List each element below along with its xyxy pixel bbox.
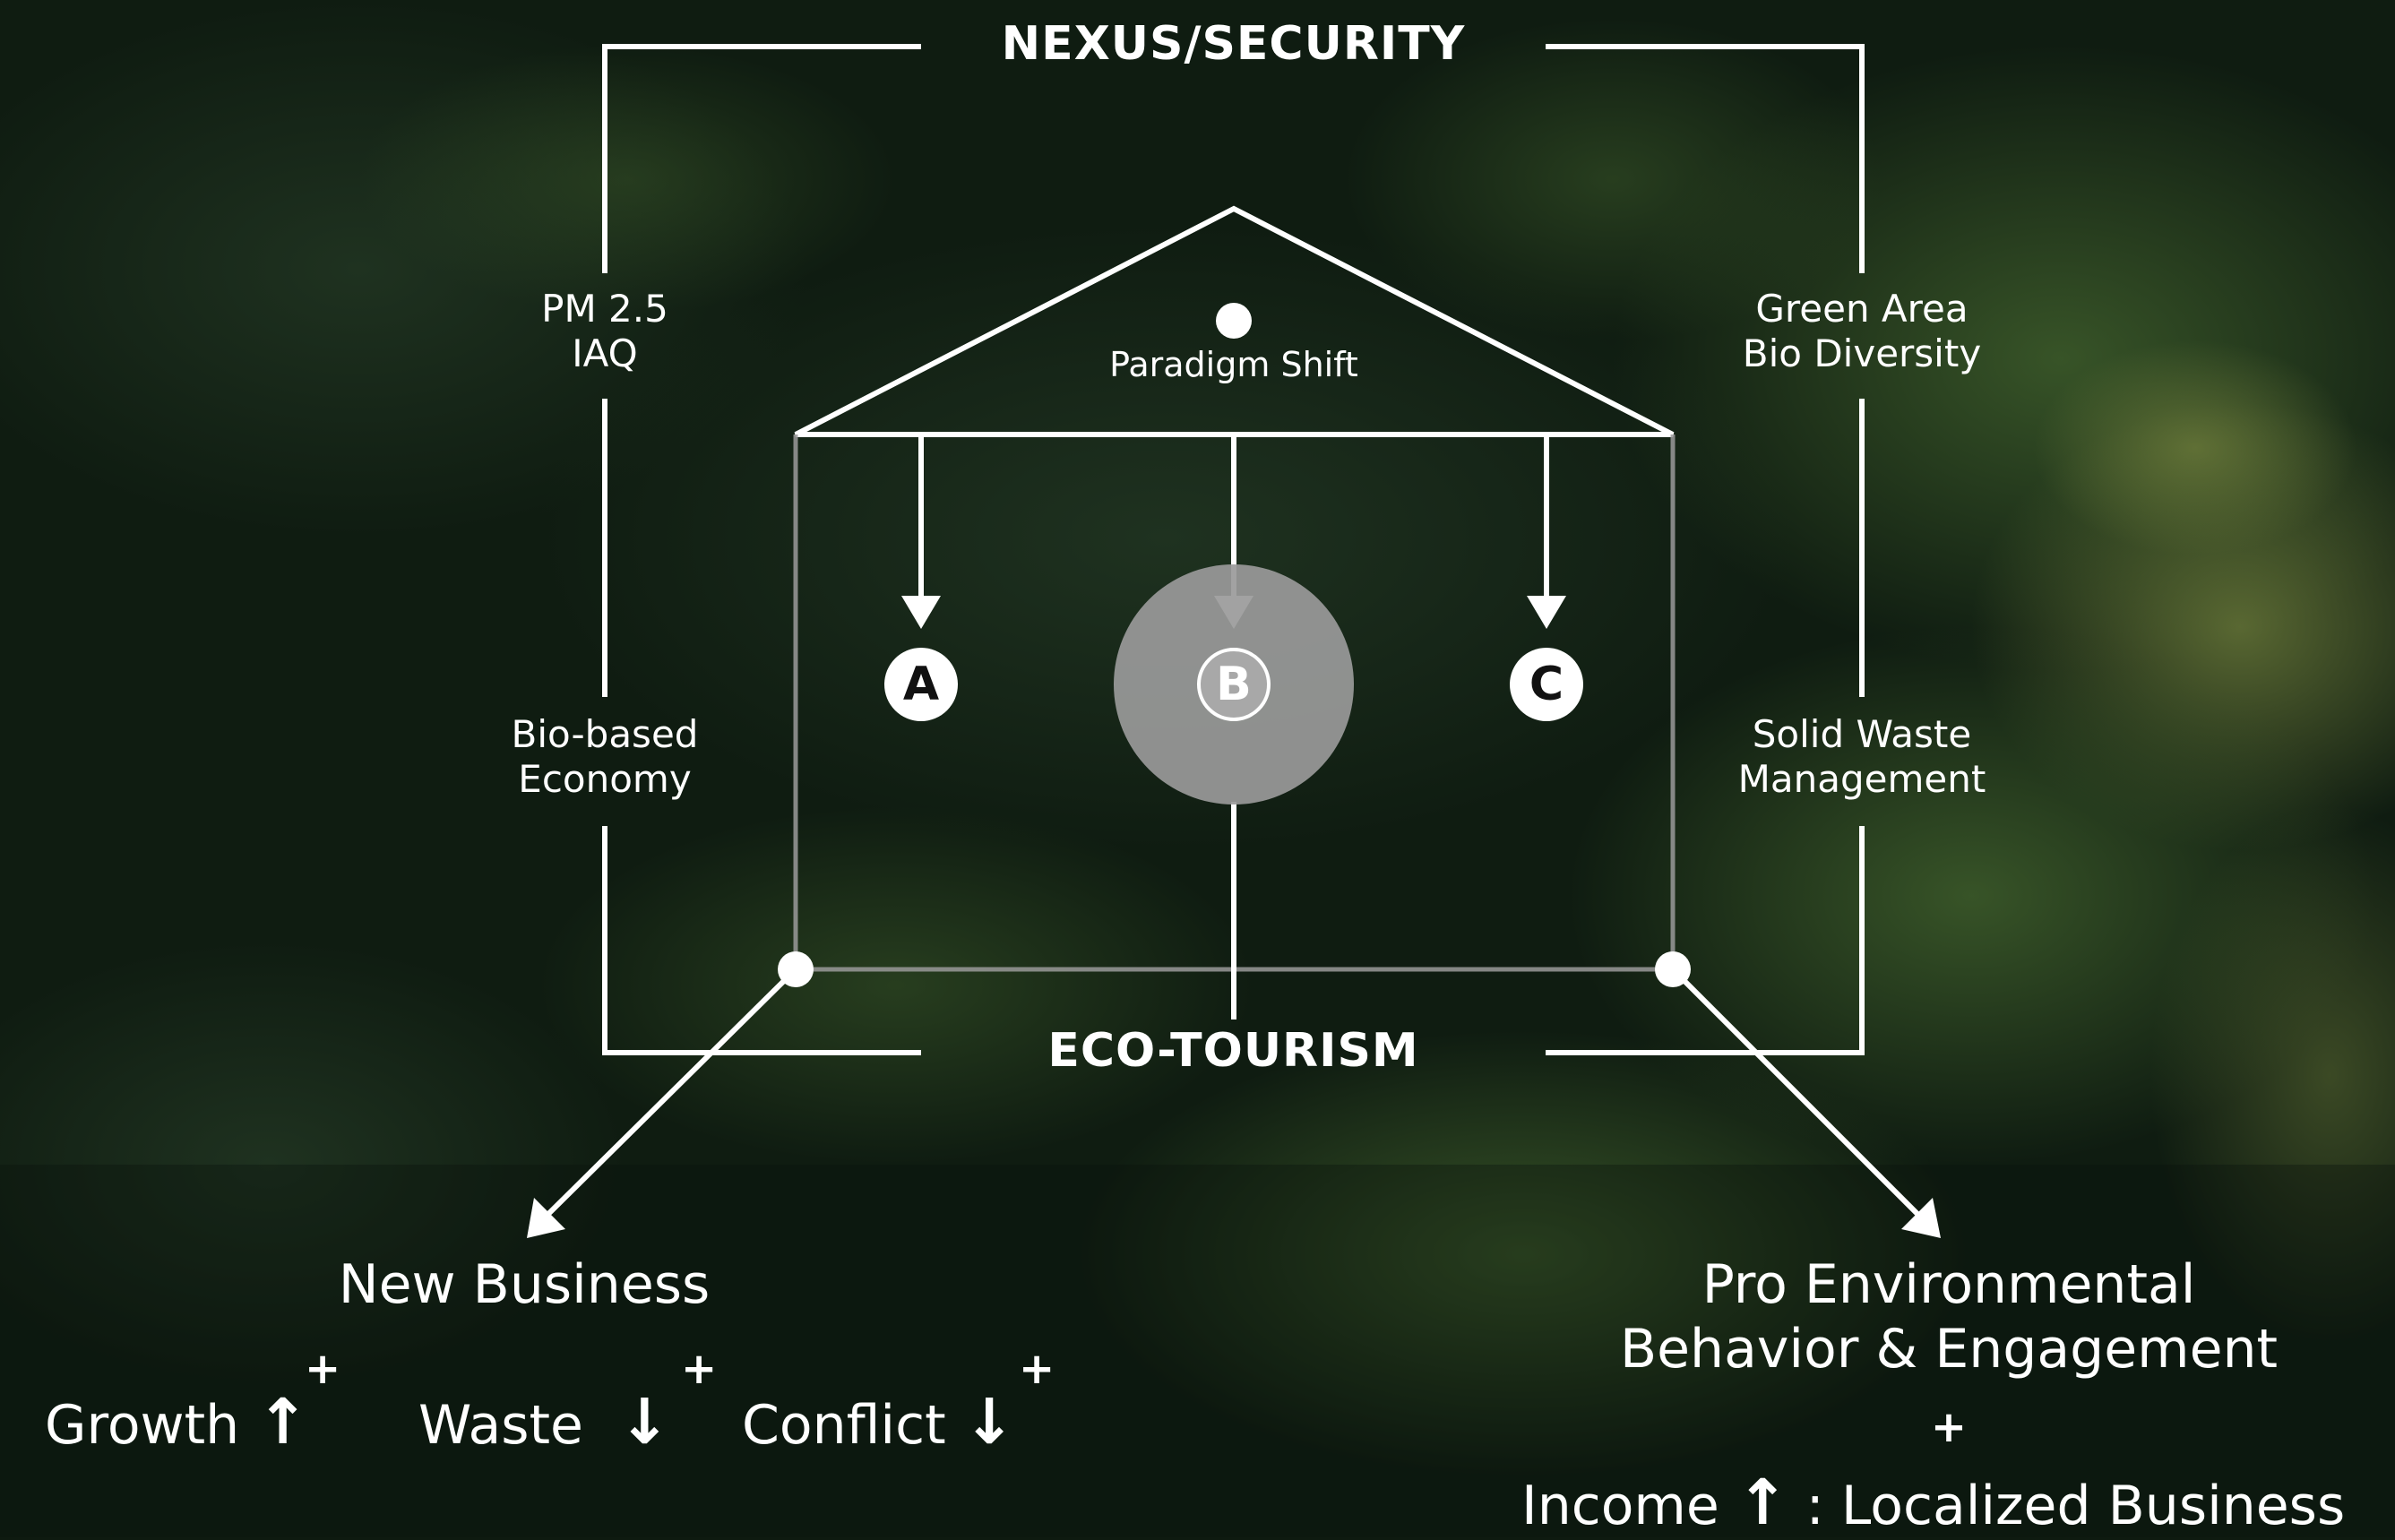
waste-label: Waste — [418, 1394, 583, 1457]
frame-top-left — [602, 44, 921, 273]
node-b: B — [1197, 648, 1271, 721]
roof-dot — [1216, 303, 1252, 339]
corner-dot-left — [778, 951, 814, 987]
waste-down-arrow-icon: ↓ — [618, 1385, 671, 1458]
diagram-title-bottom: ECO-TOURISM — [1047, 1024, 1419, 1078]
right-label-green-area: Green Area Bio Diversity — [1683, 287, 2041, 377]
roof-label-paradigm-shift: Paradigm Shift — [1109, 345, 1358, 384]
growth-plus-sign: + — [305, 1344, 341, 1394]
pro-environmental-plus-sign: + — [1930, 1402, 1968, 1452]
left-label-bio-economy-line2: Economy — [518, 757, 692, 802]
right-label-solid-waste: Solid Waste Management — [1683, 712, 2041, 803]
income-up-arrow-icon: ↑ — [1736, 1466, 1789, 1539]
right-label-solid-waste-line1: Solid Waste — [1752, 712, 1972, 756]
left-label-bio-economy-line1: Bio-based — [511, 712, 699, 756]
outcome-growth: Growth ↑ — [45, 1384, 309, 1459]
right-label-green-area-line1: Green Area — [1755, 287, 1969, 331]
arrow-new-business — [539, 967, 798, 1223]
left-label-bio-economy: Bio-based Economy — [452, 712, 757, 803]
corner-dot-right — [1655, 951, 1691, 987]
outcome-income: Income ↑ : Localized Business — [1521, 1465, 2345, 1540]
frame-bottom-left — [602, 826, 921, 1055]
frame-top-right — [1546, 44, 1865, 273]
pro-environmental-line1: Pro Environmental — [1701, 1253, 2196, 1316]
left-label-pm25-line2: IAQ — [572, 331, 638, 376]
income-suffix: : Localized Business — [1805, 1475, 2346, 1537]
conflict-plus-sign: + — [1019, 1344, 1055, 1394]
node-a: A — [884, 648, 958, 721]
outcome-pro-environmental-title: Pro Environmental Behavior & Engagement — [1559, 1252, 2339, 1381]
growth-up-arrow-icon: ↑ — [256, 1385, 309, 1458]
left-label-pm25: PM 2.5 IAQ — [452, 287, 757, 377]
conflict-label: Conflict — [742, 1394, 946, 1457]
pro-environmental-line2: Behavior & Engagement — [1619, 1318, 2279, 1381]
income-label: Income — [1521, 1475, 1719, 1537]
right-label-solid-waste-line2: Management — [1737, 757, 1986, 802]
outcome-new-business-title: New Business — [338, 1253, 711, 1316]
right-label-green-area-line2: Bio Diversity — [1742, 331, 1982, 376]
arrow-pro-environmental — [1670, 967, 1926, 1223]
frame-bottom-right — [1546, 826, 1865, 1055]
conflict-down-arrow-icon: ↓ — [962, 1385, 1016, 1458]
left-label-pm25-line1: PM 2.5 — [541, 287, 668, 331]
diagram-title-top: NEXUS/SECURITY — [1001, 17, 1466, 71]
waste-plus-sign: + — [681, 1344, 718, 1394]
node-c: C — [1510, 648, 1583, 721]
outcome-conflict: Conflict ↓ — [742, 1384, 1015, 1459]
growth-label: Growth — [45, 1394, 240, 1457]
outcome-waste: Waste ↓ — [418, 1384, 671, 1459]
